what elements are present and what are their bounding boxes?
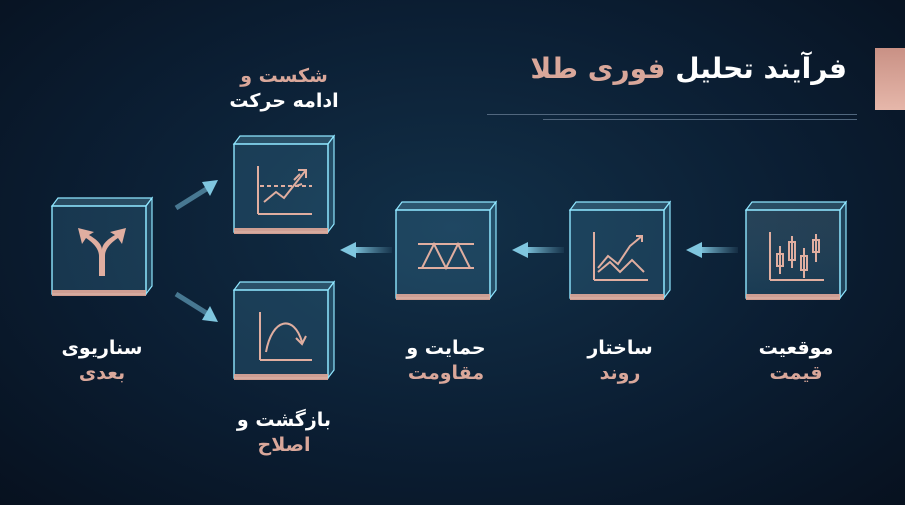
zigzag-channel-icon <box>418 241 474 271</box>
cube-trend-structure <box>566 198 674 306</box>
label-price-position: موقعیت قیمت <box>758 337 834 384</box>
arrow-price-to-trend <box>686 242 738 258</box>
cube-support-resistance <box>392 198 500 306</box>
glass-cube <box>568 200 672 300</box>
title-highlight: فوری طلا <box>530 52 666 85</box>
title-underline <box>487 114 857 124</box>
title-text: فرآیند تحلیل <box>665 52 847 85</box>
page-title: فرآیند تحلیل فوری طلا <box>530 52 847 85</box>
glass-cube <box>232 134 336 234</box>
label-scenarios: سناریوی بعدی <box>61 337 143 384</box>
glass-cube <box>394 200 498 300</box>
glass-cube <box>232 280 336 380</box>
candlestick-chart-icon <box>769 232 824 281</box>
arrow-sr-to-branches <box>340 242 392 258</box>
cube-pullback <box>230 278 338 386</box>
arrow-scenarios-to-pullback <box>174 291 218 322</box>
breakout-arrow-icon <box>257 166 312 215</box>
pullback-arc-icon <box>259 312 312 361</box>
label-breakout: شکست و ادامه حرکت <box>229 65 339 112</box>
label-pullback: بازگشت و اصلاح <box>236 409 332 456</box>
cube-price-position <box>742 198 850 306</box>
title-accent-bar <box>875 48 905 110</box>
label-support-resistance: حمایت و مقاومت <box>406 337 486 384</box>
arrow-trend-to-sr <box>512 242 564 258</box>
arrow-scenarios-to-breakout <box>174 180 218 211</box>
cube-scenarios <box>48 194 156 302</box>
cube-breakout <box>230 132 338 240</box>
line-chart-icon <box>593 232 648 281</box>
fork-arrows-icon <box>78 228 126 276</box>
label-trend-structure: ساختار روند <box>587 337 653 384</box>
